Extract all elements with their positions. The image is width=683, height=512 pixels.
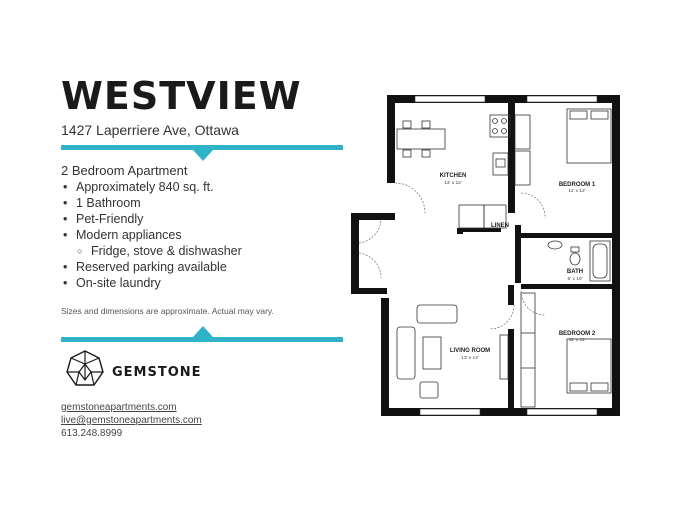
feature-list: Approximately 840 sq. ft. 1 Bathroom Pet… [61, 179, 242, 291]
feature-item: 1 Bathroom [61, 195, 242, 211]
disclaimer-text: Sizes and dimensions are approximate. Ac… [61, 306, 274, 316]
email-link[interactable]: live@gemstoneapartments.com [61, 415, 202, 426]
bath-label: BATH [567, 269, 583, 275]
linen-label: LINEN [491, 223, 509, 229]
accent-divider-top [61, 145, 343, 150]
feature-item: Approximately 840 sq. ft. [61, 179, 242, 195]
bedroom1-dims: 11' x 12' [568, 188, 585, 194]
bath-dims: 5' x 10' [568, 276, 583, 282]
divider-pointer-up [193, 326, 213, 337]
apartment-type: 2 Bedroom Apartment [61, 163, 188, 178]
kitchen-dims: 13' x 12' [444, 180, 462, 186]
property-name: WESTVIEW [61, 74, 302, 118]
bedroom2-label: BEDROOM 2 [559, 331, 596, 337]
kitchen-label: KITCHEN [440, 173, 467, 179]
bedroom2-dims: 11' x 11' [569, 337, 586, 343]
divider-pointer-down [193, 150, 213, 161]
website-link[interactable]: gemstoneapartments.com [61, 402, 177, 413]
brand-name: GEMSTONE [112, 365, 202, 380]
feature-item: On-site laundry [61, 275, 242, 291]
feature-item: Pet-Friendly [61, 211, 242, 227]
feature-item: Reserved parking available [61, 259, 242, 275]
feature-item: Modern appliances [61, 227, 242, 243]
feature-subitem: Fridge, stove & dishwasher [61, 243, 242, 259]
gemstone-logo-icon [66, 350, 104, 386]
phone-number: 613.248.8999 [61, 428, 123, 439]
accent-divider-bottom [61, 337, 343, 342]
bedroom1-label: BEDROOM 1 [559, 182, 596, 188]
living-room-label: LIVING ROOM [450, 348, 490, 354]
floor-plan: KITCHEN 13' x 12' BEDROOM 1 11' x 12' LI… [351, 95, 620, 416]
living-room-dims: 13' x 13' [461, 355, 479, 361]
property-address: 1427 Laperriere Ave, Ottawa [61, 122, 239, 138]
